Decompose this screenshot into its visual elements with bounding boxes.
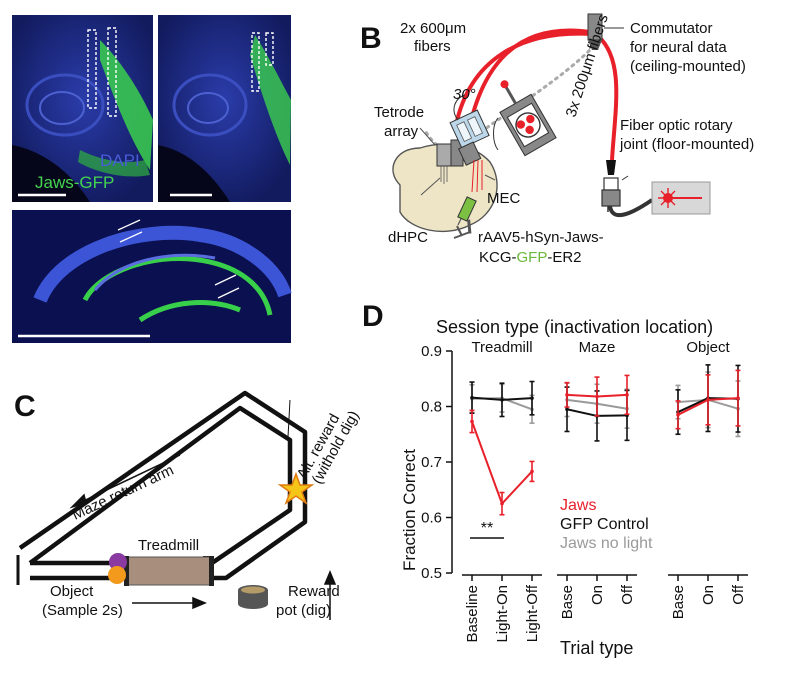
data-point	[470, 395, 474, 400]
y-tick-label: 0.8	[421, 399, 442, 416]
virus-label-2: KCG-GFP-ER2	[479, 249, 582, 266]
tetrode-array	[436, 139, 464, 184]
data-point	[565, 407, 569, 412]
x-tick-label: Light-Off	[524, 584, 541, 642]
x-tick-label: Off	[619, 584, 636, 605]
fraction-correct-chart-panel-d: Session type (inactivation location) Fra…	[400, 317, 748, 658]
angle-label: 30°	[453, 86, 476, 103]
dapi-label: DAPI	[100, 151, 140, 170]
data-point	[530, 469, 534, 474]
rotary-label-2: joint (floor-mounted)	[619, 136, 754, 153]
legend-entry: Jaws no light	[560, 535, 653, 552]
mec-label: MEC	[487, 190, 521, 207]
histology-panel-a: DAPI Jaws-GFP	[12, 15, 292, 343]
data-point	[565, 393, 569, 397]
group-label: Object	[686, 339, 730, 356]
group-label: Maze	[579, 339, 616, 356]
x-tick-label: Base	[559, 585, 576, 619]
panel-letter-b: B	[360, 22, 382, 55]
jaws-gfp-label: Jaws-GFP	[35, 173, 114, 192]
y-axis-label: Fraction Correct	[400, 449, 419, 571]
data-point	[736, 396, 740, 400]
chart-title: Session type (inactivation location)	[436, 317, 713, 337]
x-tick-label: Base	[670, 585, 687, 619]
setup-schematic-panel-b: 2x 600μm fibers Commutator for neural da…	[374, 12, 754, 266]
y-tick-label: 0.9	[421, 343, 442, 360]
fiber-cross-section	[499, 80, 557, 157]
panel-letter-c: C	[14, 390, 36, 423]
treadmill	[124, 556, 214, 586]
reward-pot-label-2: pot (dig)	[276, 602, 331, 619]
data-point	[500, 398, 504, 402]
maze-return-arm-label: Maze return arm	[70, 462, 177, 524]
tetrode-label-1: Tetrode	[374, 104, 424, 121]
histology-image-bottom	[12, 210, 292, 343]
x-axis-label: Trial type	[560, 638, 633, 658]
commutator-label-2: for neural data	[630, 39, 727, 56]
fiber-600-b	[454, 31, 593, 126]
maze-schematic-panel-c: Maze return arm Alt. reward (withold dig…	[16, 390, 363, 620]
rotary-label-1: Fiber optic rotary	[620, 117, 733, 134]
fibers-600-label-1: 2x 600μm	[400, 20, 466, 37]
tetrode-label-2: array	[384, 123, 419, 140]
data-point	[595, 394, 599, 399]
histology-image-left	[12, 15, 153, 202]
rotary-joint-top	[606, 160, 616, 175]
x-tick-label: Off	[730, 584, 747, 605]
y-tick-label: 0.5	[421, 565, 442, 582]
group-label: Treadmill	[471, 339, 532, 356]
fibers-600-label-2: fibers	[414, 38, 451, 55]
x-tick-label: Baseline	[464, 585, 481, 643]
histology-image-right	[158, 15, 291, 202]
x-tick-label: On	[589, 585, 606, 605]
alt-reward-star-icon	[277, 471, 315, 505]
fiber-to-rotary	[596, 34, 619, 161]
reward-pot-label-1: Reward	[288, 583, 340, 600]
object-marker-orange	[108, 566, 126, 584]
neural-cable	[468, 46, 594, 142]
object-marker-purple	[109, 553, 127, 571]
data-point	[470, 419, 474, 424]
y-tick-label: 0.7	[421, 454, 442, 471]
x-tick-label: Light-On	[494, 585, 511, 643]
reward-pot	[241, 586, 265, 594]
data-point	[625, 393, 629, 397]
fibers-200-label: 3x 200μm fibers	[563, 12, 612, 119]
treadmill-label: Treadmill	[138, 537, 199, 554]
legend-entry: GFP Control	[560, 516, 649, 533]
dhpc-label: dHPC	[388, 229, 428, 246]
fiber-drive	[449, 109, 490, 193]
significance-label: **	[481, 520, 493, 537]
data-point	[676, 413, 680, 417]
data-point	[530, 396, 534, 400]
x-tick-label: On	[700, 585, 717, 605]
object-label-1: Object	[50, 583, 94, 600]
series-line	[471, 421, 533, 506]
virus-label-1: rAAV5-hSyn-Jaws-	[478, 229, 604, 246]
rotary-joint	[601, 189, 621, 207]
legend-entry: Jaws	[560, 497, 596, 514]
commutator-label-1: Commutator	[630, 20, 713, 37]
y-tick-label: 0.6	[421, 510, 442, 527]
data-point	[500, 501, 504, 506]
panel-letter-d: D	[362, 300, 384, 333]
object-label-2: (Sample 2s)	[42, 602, 123, 619]
data-point	[706, 398, 710, 402]
commutator-label-3: (ceiling-mounted)	[630, 58, 746, 75]
